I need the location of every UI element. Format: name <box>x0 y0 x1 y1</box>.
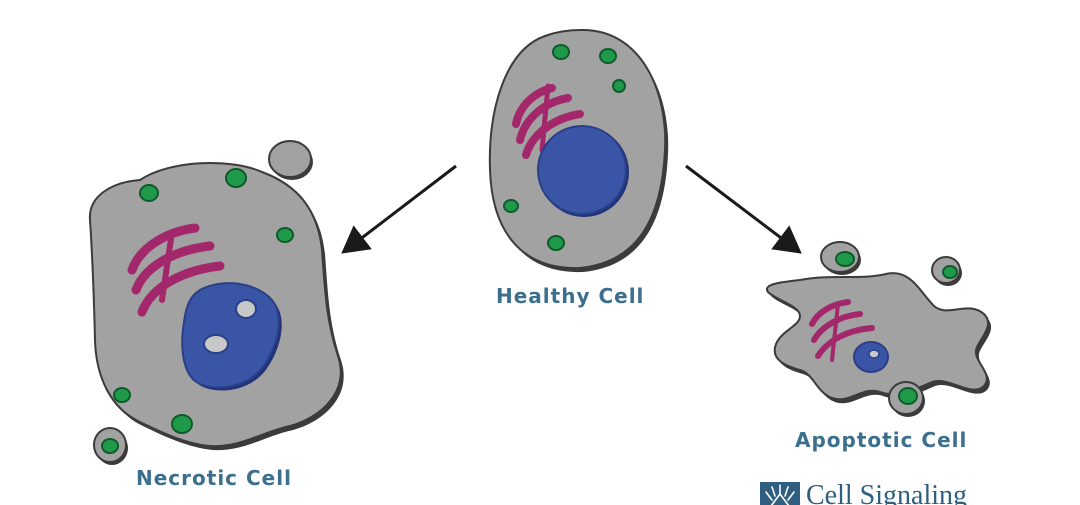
healthy-vesicle <box>552 44 570 60</box>
healthy-cell <box>488 28 669 273</box>
healthy-vesicle <box>547 235 565 251</box>
healthy-vesicle <box>599 48 617 64</box>
apoptotic-cell-label: Apoptotic Cell <box>795 428 968 452</box>
apoptotic-nucleus-spot <box>868 349 880 359</box>
necrotic-vesicle <box>171 414 193 434</box>
necrotic-nucleus-vacuole <box>235 299 257 319</box>
apoptotic-golgi-bar <box>830 302 840 362</box>
healthy-nucleus <box>537 125 627 215</box>
necrotic-golgi <box>127 223 225 317</box>
healthy-cell-label: Healthy Cell <box>496 284 645 308</box>
necrotic-vesicle <box>276 227 294 243</box>
apoptotic-body-vesicle <box>898 387 918 405</box>
necrotic-golgi-bar <box>159 229 175 303</box>
healthy-vesicle <box>503 199 519 213</box>
necrotic-bleb <box>268 140 312 178</box>
brand-logo-mark-icon <box>760 482 800 505</box>
apoptotic-body-vesicle <box>835 251 855 267</box>
necrotic-cell <box>88 140 344 465</box>
apoptotic-body-vesicle <box>942 265 958 279</box>
necrotic-vesicles <box>113 168 294 434</box>
apoptotic-cytoplasm <box>765 272 990 401</box>
apoptotic-cell <box>765 241 992 417</box>
healthy-golgi-bar <box>539 83 551 153</box>
apoptotic-golgi <box>809 299 875 359</box>
necrotic-fragment-vesicle <box>101 438 119 454</box>
necrotic-cell-label: Necrotic Cell <box>136 466 292 490</box>
healthy-vesicle <box>612 79 626 93</box>
necrotic-vesicle <box>225 168 247 188</box>
necrotic-vesicle <box>139 184 159 202</box>
arrow-to-necrotic <box>341 164 457 254</box>
necrotic-nucleus-vacuole <box>203 334 229 354</box>
brand-name: Cell Signaling <box>806 480 967 505</box>
arrow-to-apoptotic <box>685 164 802 254</box>
necrotic-vesicle <box>113 387 131 403</box>
healthy-vesicles <box>503 44 626 251</box>
